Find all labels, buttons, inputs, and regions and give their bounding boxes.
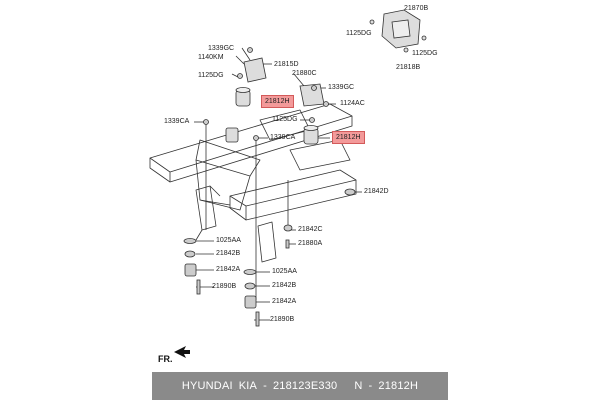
label-1125dg-mid: 1125DG bbox=[272, 116, 298, 123]
label-1125dg-left: 1125DG bbox=[198, 72, 224, 79]
bushing-21842b-right bbox=[244, 282, 256, 290]
label-1339ca-left: 1339CA bbox=[164, 118, 190, 125]
label-21818b: 21818B bbox=[396, 64, 421, 71]
footer-sep2: - bbox=[368, 380, 373, 392]
bracket-left bbox=[195, 185, 217, 231]
label-21842d: 21842D bbox=[364, 188, 389, 195]
bolt-1125dg-left bbox=[237, 73, 243, 79]
engine-mount-left bbox=[225, 57, 267, 143]
label-21842c: 21842C bbox=[298, 226, 323, 233]
bolt-21890b-left bbox=[196, 279, 201, 295]
label-21815d: 21815D bbox=[274, 61, 299, 68]
bracket-assembly-top-right bbox=[369, 9, 427, 53]
footer-sep1: - bbox=[263, 380, 267, 392]
footer-bar: HYUNDAI KIA - 218123E330 N - 21812H bbox=[152, 372, 448, 400]
label-1339gc-top: 1339GC bbox=[208, 45, 235, 52]
label-21842b-left: 21842B bbox=[216, 250, 241, 257]
label-21842b-right: 21842B bbox=[272, 282, 297, 289]
bracket-right bbox=[257, 221, 277, 263]
label-1339gc-mid: 1339GC bbox=[328, 84, 355, 91]
footer-n: N bbox=[354, 380, 363, 392]
bushing-21842c bbox=[283, 224, 293, 232]
label-21880a: 21880A bbox=[298, 240, 323, 247]
bolt-1339ca-mid bbox=[253, 135, 259, 141]
footer-brand2: KIA bbox=[238, 380, 258, 392]
label-1125dg-tr-left: 1125DG bbox=[346, 30, 372, 37]
label-21842a-right: 21842A bbox=[272, 298, 297, 305]
label-21890b-right: 21890B bbox=[270, 316, 295, 323]
label-21890b-left: 21890B bbox=[212, 283, 237, 290]
bushing-21842a-right bbox=[244, 295, 257, 309]
bushing-21842b-left bbox=[184, 250, 196, 258]
label-1025aa-right: 1025AA bbox=[272, 268, 297, 275]
bolt-1339ca-left bbox=[203, 119, 209, 125]
washer-1025aa-right bbox=[243, 269, 257, 275]
bolt-21890b-right bbox=[255, 311, 260, 327]
footer-part-number: 218123E330 bbox=[272, 380, 338, 392]
front-marker: FR. bbox=[158, 354, 173, 364]
label-1339ca-mid: 1339CA bbox=[270, 134, 296, 141]
bolt-1339gc-mid bbox=[311, 85, 317, 91]
label-21880c: 21880C bbox=[292, 70, 317, 77]
highlight-21812h-left[interactable]: 21812H bbox=[261, 95, 294, 108]
footer-part-ref: 21812H bbox=[378, 380, 419, 392]
highlight-21812h-right[interactable]: 21812H bbox=[332, 131, 365, 144]
washer-1025aa-left bbox=[183, 238, 197, 244]
label-21870b: 21870B bbox=[404, 5, 429, 12]
label-1125dg-tr-right: 1125DG bbox=[412, 50, 438, 57]
label-1025aa-left: 1025AA bbox=[216, 237, 241, 244]
bolt-1124ac bbox=[323, 101, 329, 107]
bolt-1125dg-mid bbox=[309, 117, 315, 123]
bolt-1339gc bbox=[247, 47, 253, 53]
engine-mount-right bbox=[299, 83, 325, 145]
bushing-21842d bbox=[344, 188, 356, 196]
footer-brand: HYUNDAI bbox=[181, 380, 233, 392]
label-1124ac: 1124AC bbox=[340, 100, 365, 107]
label-21842a-left: 21842A bbox=[216, 266, 241, 273]
front-arrow-icon bbox=[174, 346, 190, 358]
bolt-21880a bbox=[285, 239, 290, 249]
bushing-21842a-left bbox=[184, 263, 197, 277]
label-1140km: 1140KM bbox=[198, 54, 224, 61]
